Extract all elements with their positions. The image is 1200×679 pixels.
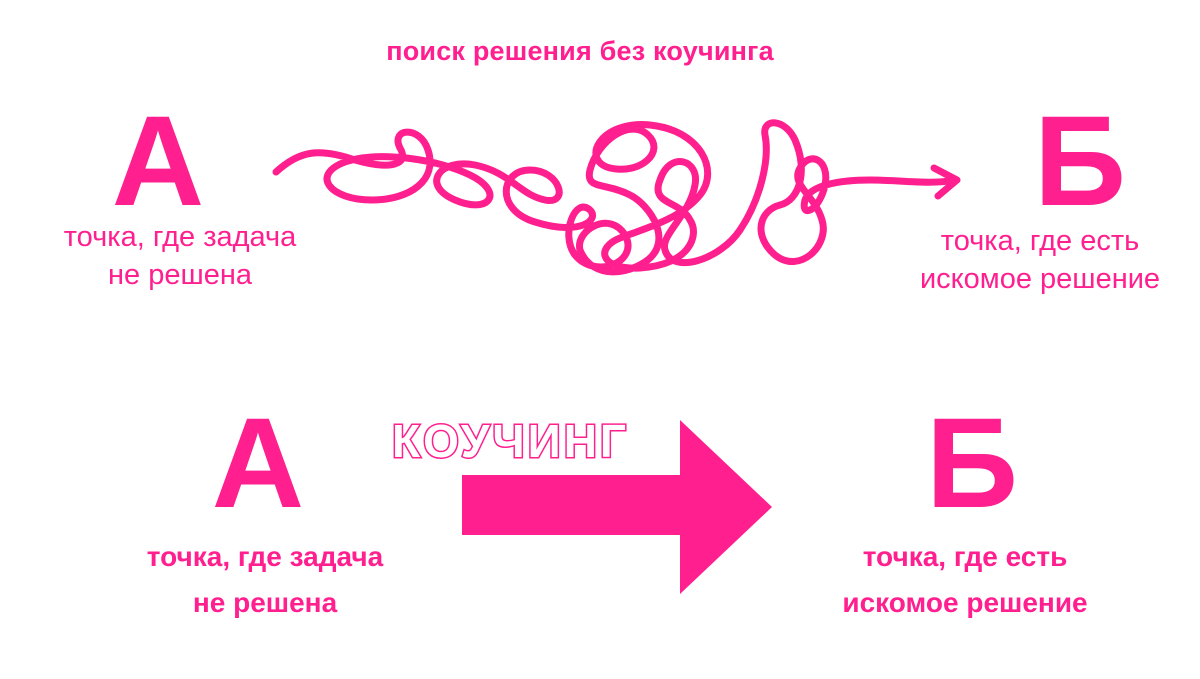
coaching-label: КОУЧИНГ (391, 415, 630, 467)
top-end-letter: Б (1034, 90, 1126, 233)
coaching-arrow (462, 420, 772, 594)
top-end-caption: точка, где есть искомое решение (890, 222, 1190, 298)
tangled-path-line (272, 119, 959, 276)
top-start-letter: А (111, 90, 205, 233)
top-end-caption-line2: искомое решение (919, 263, 1161, 295)
bottom-end-letter: Б (926, 392, 1018, 535)
top-start-caption-line2: не решена (108, 259, 252, 291)
top-start-caption: точка, где задача не решена (30, 218, 330, 294)
bottom-start-caption-line2: не решена (192, 587, 338, 618)
bottom-start-letter: А (211, 392, 305, 535)
top-end-caption-line1: точка, где есть (940, 225, 1140, 257)
tangled-path-arrowhead (930, 164, 961, 200)
bottom-end-caption-line2: искомое решение (842, 587, 1088, 618)
bottom-end-caption-line1: точка, где есть (862, 541, 1068, 572)
bottom-start-caption: точка, где задача не решена (110, 534, 420, 626)
bottom-start-caption-line1: точка, где задача (146, 541, 384, 572)
top-start-caption-line1: точка, где задача (63, 221, 297, 253)
bottom-end-caption: точка, где есть искомое решение (815, 534, 1115, 626)
top-title: поиск решения без коучинга (386, 36, 774, 66)
